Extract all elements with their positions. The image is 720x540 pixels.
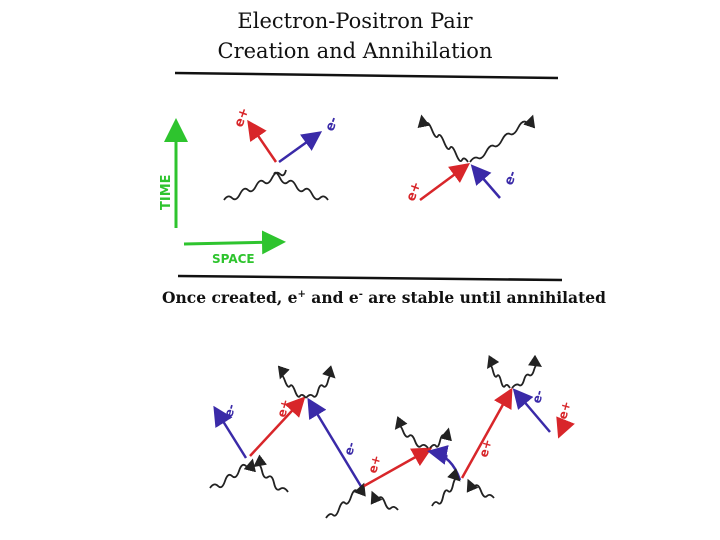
photon-line: [394, 416, 429, 449]
photon-line: [273, 171, 329, 201]
photon-line: [429, 427, 452, 449]
positron-label: e+: [365, 454, 383, 475]
space-axis: [183, 230, 286, 255]
photon-line: [253, 454, 289, 493]
electron-track: [213, 405, 248, 459]
caption: Once created, e+ and e- are stable until…: [162, 288, 632, 307]
positron-label: e+: [555, 400, 573, 421]
photon-line: [469, 114, 536, 163]
photon-line: [325, 482, 366, 519]
electron-track: [512, 388, 551, 433]
photon-line: [487, 355, 511, 389]
electron-label: e-: [529, 388, 546, 404]
photon-line: [223, 169, 287, 201]
positron-track: [419, 163, 471, 202]
positron-label: e+: [232, 106, 253, 130]
photon-line: [209, 458, 256, 489]
positron-track: [556, 416, 575, 439]
title-line-1: Electron-Positron Pair: [237, 9, 473, 33]
positron-track: [247, 119, 278, 163]
photon-line: [277, 365, 307, 399]
photon-line: [370, 490, 399, 511]
slide-title: Electron-Positron Pair Creation and Anni…: [155, 6, 555, 66]
electron-track: [470, 164, 501, 199]
title-line-2: Creation and Annihilation: [217, 39, 493, 63]
electron-track: [307, 397, 364, 489]
space-axis-label: SPACE: [212, 252, 255, 266]
positron-label: e+: [476, 438, 494, 459]
electron-label: e-: [221, 402, 238, 418]
photon-line: [511, 354, 542, 389]
electron-label: e-: [502, 169, 521, 187]
caption-text-middle: and e: [305, 288, 359, 307]
caption-text-before: Once created, e: [162, 288, 298, 307]
bottom-rule: [177, 274, 563, 282]
caption-text-after: are stable until annihilated: [362, 288, 606, 307]
top-rule: [174, 71, 559, 80]
photon-line: [305, 365, 336, 399]
caption-sup-minus: -: [358, 288, 363, 300]
electron-label: e-: [323, 115, 342, 133]
positron-track: [249, 396, 306, 457]
photon-line: [431, 468, 461, 507]
photon-line: [417, 114, 469, 163]
time-axis-label: TIME: [159, 174, 174, 210]
electron-label: e-: [435, 446, 452, 462]
electron-track: [278, 131, 323, 164]
positron-track: [363, 447, 433, 488]
positron-label: e+: [274, 398, 292, 419]
positron-label: e+: [404, 180, 425, 204]
electron-label: e-: [341, 440, 358, 456]
photon-line: [466, 478, 495, 499]
caption-sup-plus: +: [297, 288, 306, 300]
positron-track: [460, 387, 513, 479]
